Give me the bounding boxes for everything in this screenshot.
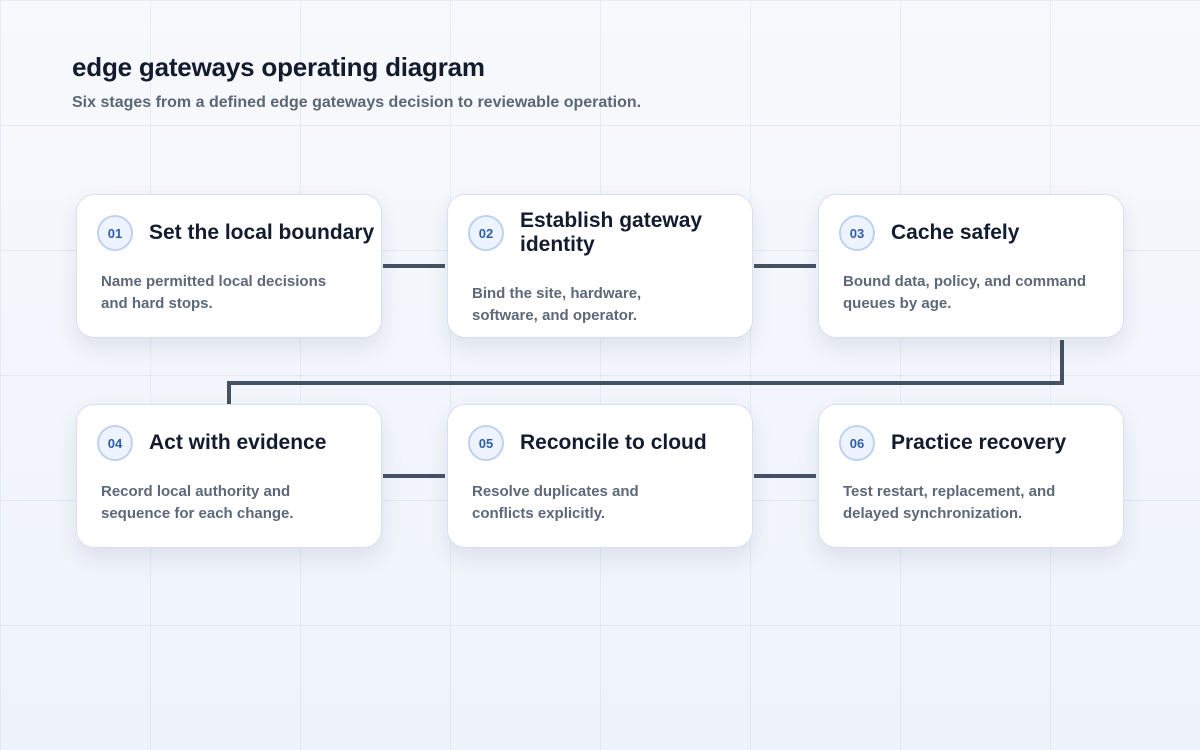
stage-description: Resolve duplicates and conflicts explici… [472, 483, 639, 522]
stage-number-badge: 05 [468, 425, 504, 461]
stage-card-05: 05 Reconcile to cloud Resolve duplicates… [447, 404, 753, 548]
stage-card-04: 04 Act with evidence Record local author… [76, 404, 382, 548]
stage-description: Record local authority and sequence for … [101, 483, 294, 522]
stage-number-badge: 01 [97, 215, 133, 251]
stage-title: Cache safely [891, 221, 1020, 244]
connector-03-04 [227, 340, 1064, 404]
stage-title: Set the local boundary [149, 221, 375, 244]
page-title: edge gateways operating diagram [72, 52, 485, 82]
stage-number-badge: 02 [468, 215, 504, 251]
stage-card-02: 02 Establish gateway identity Bind the s… [447, 194, 753, 338]
stage-description: Bound data, policy, and command queues b… [843, 273, 1087, 312]
stage-title: Practice recovery [891, 431, 1067, 454]
stage-description: Test restart, replacement, and delayed s… [843, 483, 1056, 522]
stage-description: Name permitted local decisions and hard … [101, 273, 327, 312]
stage-title: Act with evidence [149, 431, 327, 454]
stage-card-06: 06 Practice recovery Test restart, repla… [818, 404, 1124, 548]
stage-title: Reconcile to cloud [520, 431, 707, 454]
stage-number-badge: 06 [839, 425, 875, 461]
stage-number-badge: 04 [97, 425, 133, 461]
stage-number-badge: 03 [839, 215, 875, 251]
stage-description: Bind the site, hardware, software, and o… [472, 285, 642, 324]
stage-card-03: 03 Cache safely Bound data, policy, and … [818, 194, 1124, 338]
stage-card-01: 01 Set the local boundary Name permitted… [76, 194, 382, 338]
page-subtitle: Six stages from a defined edge gateways … [72, 94, 642, 111]
stage-title: Establish gateway identity [520, 209, 703, 256]
